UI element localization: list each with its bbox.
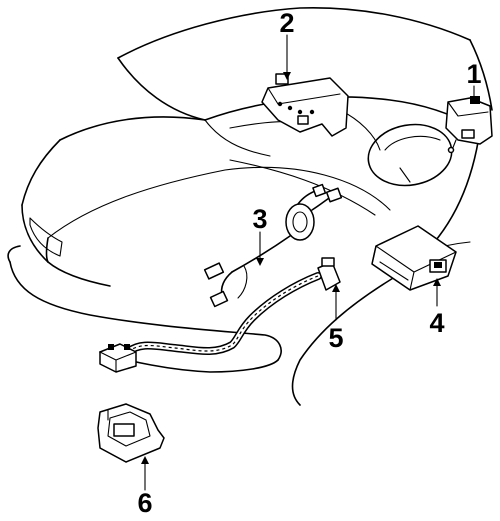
- callout-6: 6: [137, 488, 152, 518]
- callout-4: 4: [429, 308, 444, 338]
- wiring-harness: [124, 257, 341, 356]
- driver-airbag-module: [445, 96, 493, 154]
- leader-lines: [141, 34, 478, 491]
- clockspring-harness: [203, 183, 343, 308]
- callout-2: 2: [279, 8, 294, 38]
- passenger-airbag-module: [261, 73, 349, 137]
- callout-5: 5: [328, 323, 343, 353]
- front-impact-sensor: [99, 343, 137, 373]
- callout-1: 1: [466, 59, 481, 89]
- vehicle-outline: [7, 6, 493, 406]
- diagnostic-module: [371, 225, 457, 291]
- callout-3: 3: [252, 204, 267, 234]
- sensor-bracket: [97, 403, 165, 463]
